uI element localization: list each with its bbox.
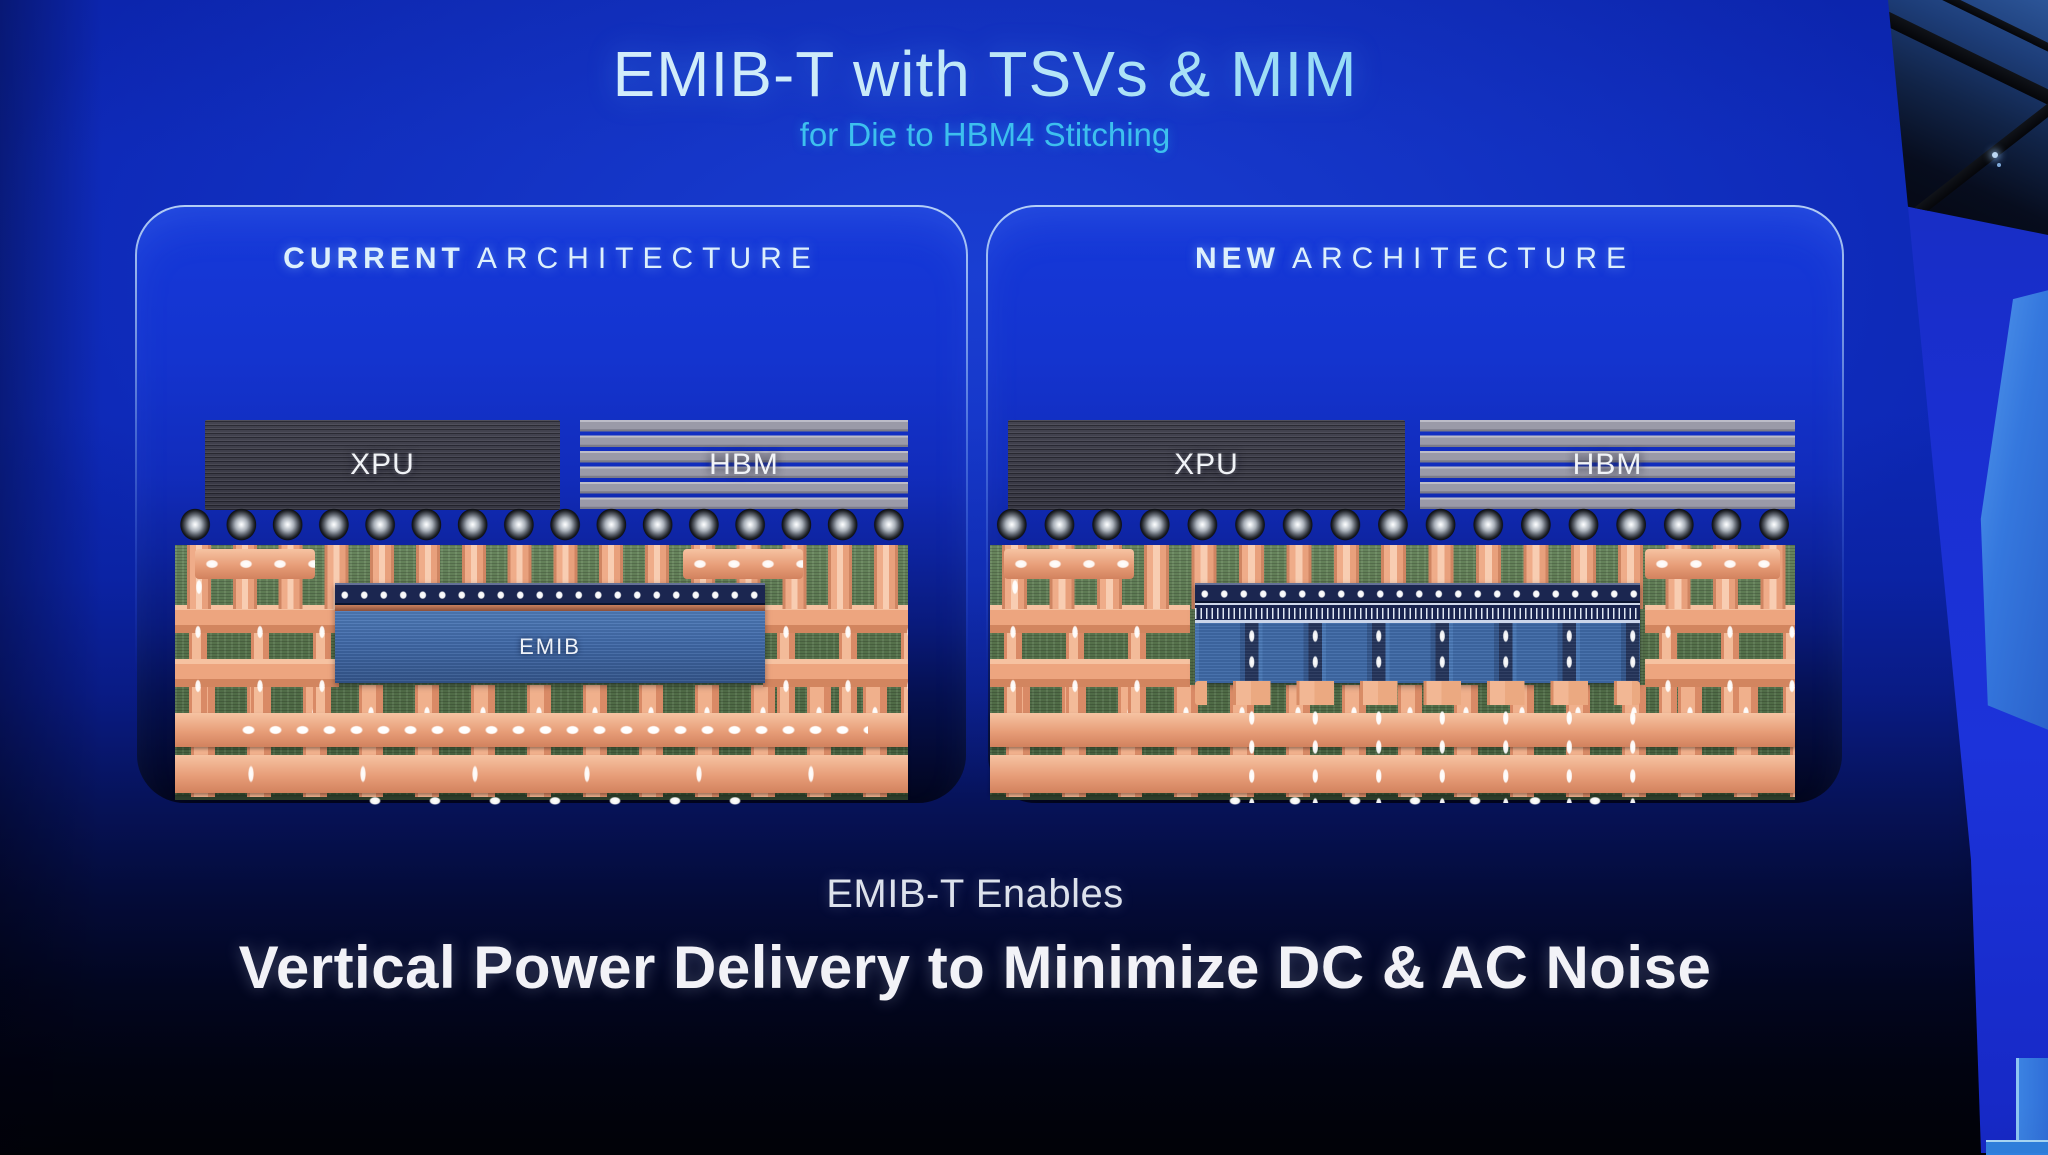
tsv-copper-stubs: [1195, 681, 1640, 705]
mim-capacitor-layer: [1195, 603, 1640, 623]
stage-light-glint: [1992, 152, 1998, 158]
bond-layer: [335, 605, 765, 611]
heading-bold-word: CURRENT: [283, 242, 465, 275]
heading-rest-word: ARCHITECTURE: [476, 242, 820, 275]
xpu-die-current: XPU: [205, 420, 560, 510]
microbump-row: [335, 583, 765, 605]
hbm-stack-new: HBM: [1420, 420, 1795, 510]
slide-subtitle: for Die to HBM4 Stitching: [799, 116, 1171, 153]
copper-ladder-left: [990, 605, 1190, 725]
copper-connector-bar: [195, 549, 315, 579]
package-substrate-new: [990, 545, 1795, 808]
emib-t-assembly: [1195, 583, 1640, 683]
slide-title-block: EMIB-T with TSVs & MIM for Die to HBM4 S…: [0, 38, 1970, 154]
solder-ball-row-current: [172, 508, 912, 544]
copper-rail: [175, 755, 908, 793]
stage-ceiling: [1885, 0, 2048, 235]
xpu-die-new: XPU: [1008, 420, 1405, 510]
footer-line-1: EMIB-T Enables: [826, 872, 1124, 916]
hbm-label: HBM: [709, 448, 779, 481]
package-substrate-current: EMIB: [175, 545, 908, 808]
xpu-label: XPU: [350, 448, 415, 481]
copper-ladder-right: [763, 605, 908, 725]
heading-bold-word: NEW: [1194, 242, 1280, 275]
bottom-right-light-strip: [1986, 1140, 2048, 1155]
tsv-columns: [1195, 703, 1640, 803]
footer-line-2: Vertical Power Delivery to Minimize DC &…: [238, 934, 1712, 1001]
bridge-die-blocks-with-tsvs: [1195, 623, 1640, 683]
xpu-label: XPU: [1174, 448, 1239, 481]
copper-rail: [175, 713, 908, 747]
hbm-label: HBM: [1572, 448, 1643, 481]
copper-connector-bar: [1004, 549, 1134, 579]
bottom-bump-row: [345, 795, 765, 808]
bottom-right-screen-edge: [2016, 1058, 2048, 1153]
slide-footer: EMIB-T Enables Vertical Power Delivery t…: [0, 872, 1950, 1002]
copper-connector-bar: [1645, 549, 1780, 579]
copper-ladder-left: [175, 605, 339, 725]
emib-assembly: EMIB: [335, 583, 765, 683]
copper-ladder-right: [1645, 605, 1795, 725]
microbump-row: [1195, 583, 1640, 603]
emib-label: EMIB: [519, 634, 581, 659]
current-architecture-heading: CURRENT ARCHITECTURE: [135, 242, 968, 276]
slide-title: EMIB-T with TSVs & MIM: [0, 38, 1970, 110]
heading-rest-word: ARCHITECTURE: [1291, 242, 1635, 275]
emib-bridge-die: EMIB: [335, 611, 765, 683]
copper-connector-bar: [683, 549, 803, 579]
new-architecture-heading: NEW ARCHITECTURE: [986, 242, 1844, 276]
rail-microvia-dashes: [235, 722, 868, 738]
solder-ball-row-new: [988, 508, 1798, 544]
rail-via-dashes: [195, 759, 888, 789]
hbm-stack-current: HBM: [580, 420, 908, 510]
